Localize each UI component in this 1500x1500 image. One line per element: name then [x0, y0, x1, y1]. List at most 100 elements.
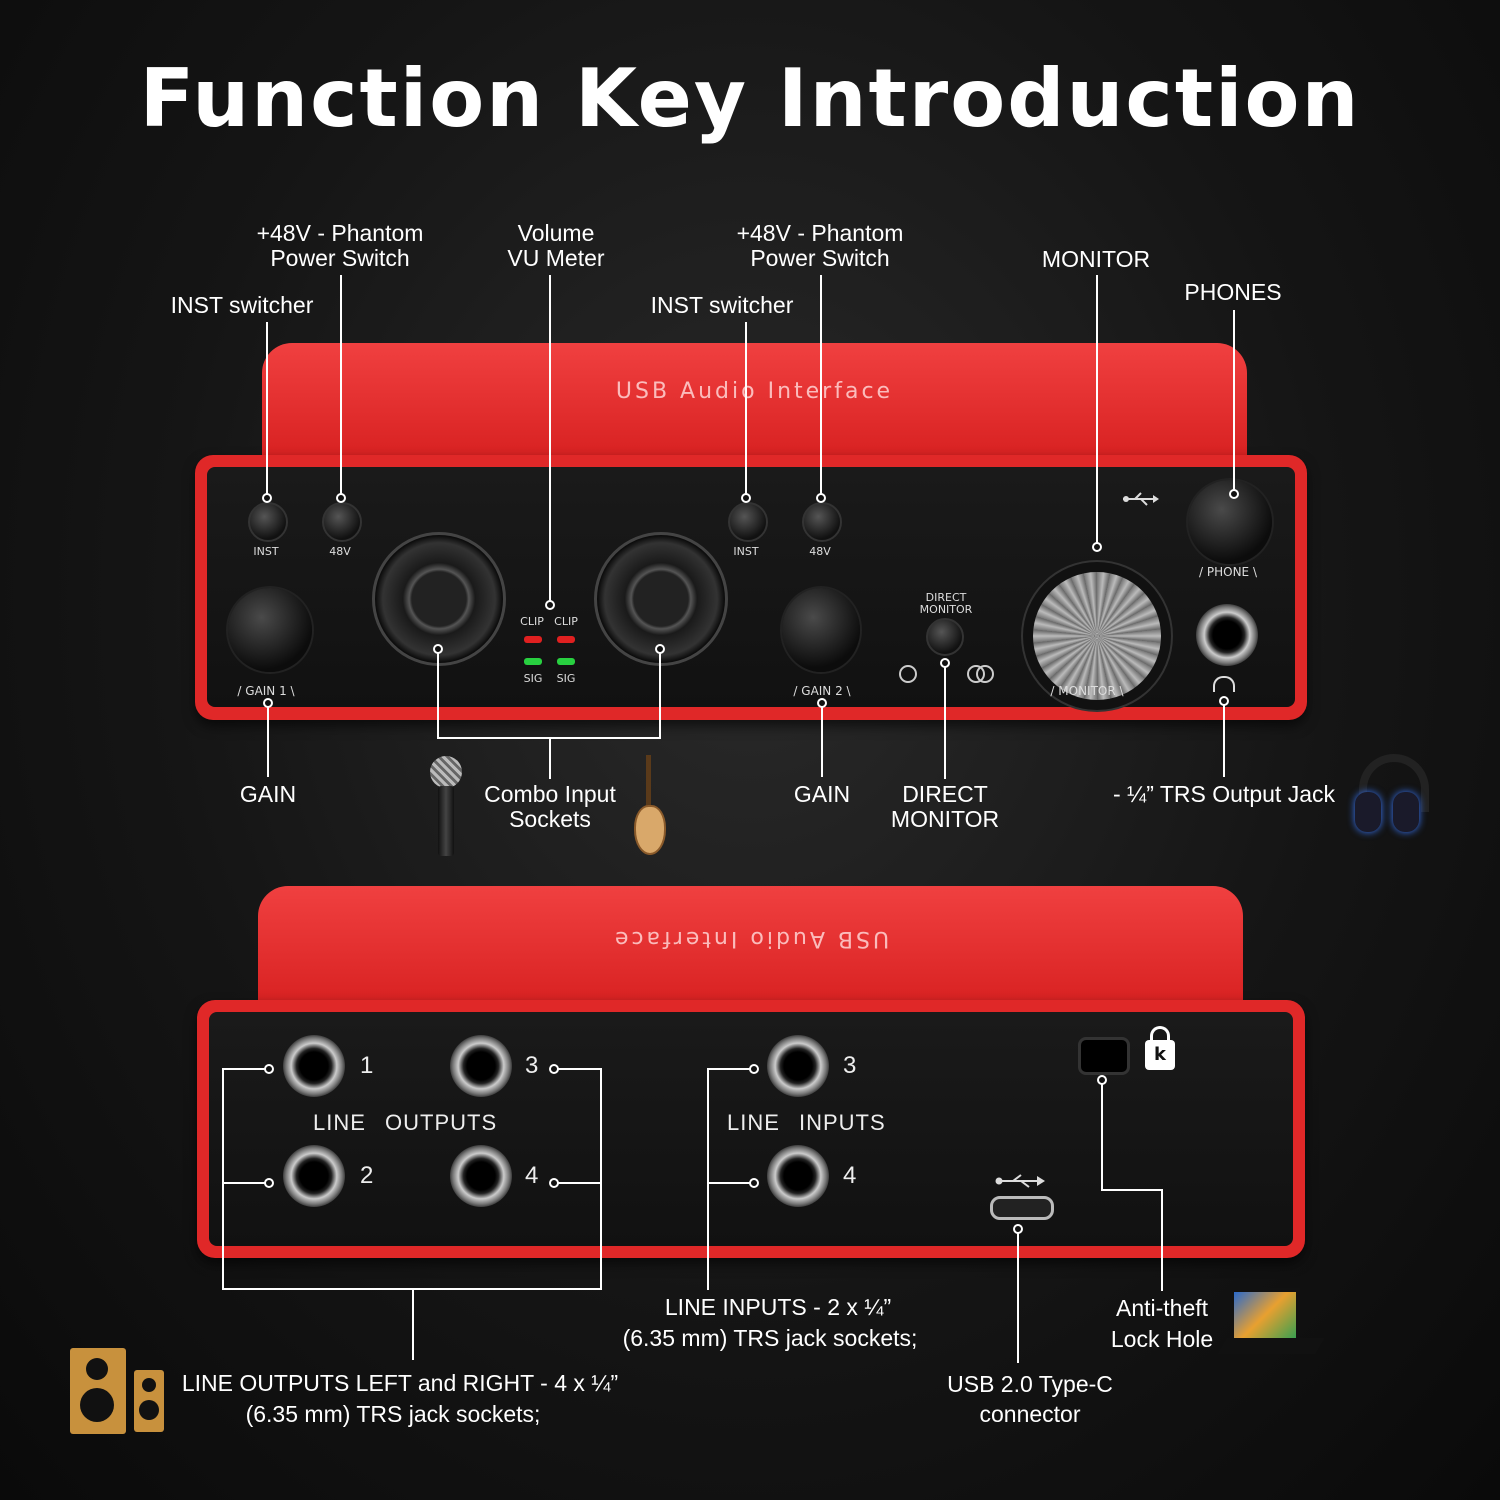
callout-line-combo2	[659, 653, 661, 738]
callout-line-inputs-line1: LINE INPUTS - 2 x ¼”	[664, 1294, 892, 1320]
rear-inputs-label: INPUTS	[799, 1110, 886, 1135]
callout-line-out-right-v	[600, 1068, 602, 1290]
callout-line-inputs-line2: (6.35 mm) TRS jack sockets;	[622, 1325, 918, 1351]
rear-line-label-1: LINE	[313, 1110, 366, 1135]
callout-line-phones	[1233, 310, 1235, 492]
clip-led-2	[557, 636, 575, 643]
rear-top-text: USB Audio Interface	[611, 926, 890, 951]
line-output-jack-2[interactable]	[283, 1145, 345, 1207]
callout-dot-inst1	[262, 493, 272, 503]
line-input-jack-4[interactable]	[767, 1145, 829, 1207]
device-top-face: USB Audio Interface	[262, 343, 1247, 463]
line-input-jack-3[interactable]	[767, 1035, 829, 1097]
stereo-icon	[967, 665, 995, 683]
callout-line-out3-h	[558, 1068, 602, 1070]
combo-input-socket-1[interactable]	[372, 532, 506, 666]
callout-line-out4-h	[558, 1182, 602, 1184]
usb-c-icon	[995, 1174, 1045, 1188]
rear-outputs-label: OUTPUTS	[385, 1110, 498, 1135]
callout-usb-line2: connector	[979, 1401, 1081, 1427]
phones-jack[interactable]	[1196, 604, 1258, 666]
sig-label-1: SIG	[523, 672, 543, 685]
callout-line-usb	[1017, 1233, 1019, 1363]
callout-line-gain1	[267, 707, 269, 777]
callout-phones: PHONES	[1184, 279, 1282, 305]
callout-monitor: MONITOR	[1041, 246, 1151, 272]
callout-line-out-left-v	[222, 1068, 224, 1290]
combo-input-socket-2[interactable]	[594, 532, 728, 666]
callout-line-direct	[944, 667, 946, 779]
callout-dot-vu	[545, 600, 555, 610]
callout-combo-line1: Combo Input	[484, 781, 616, 807]
gain1-label: / GAIN 1 \	[237, 684, 295, 698]
callout-dot-monitor	[1092, 542, 1102, 552]
callout-line-inst1	[266, 322, 268, 498]
callout-line-out1-h	[222, 1068, 266, 1070]
monitor-knob[interactable]	[1033, 572, 1161, 700]
callout-line-lock-v1	[1101, 1084, 1103, 1190]
callout-combo-line2: Sockets	[509, 806, 591, 832]
usb-c-port[interactable]	[990, 1196, 1054, 1220]
callout-usb-line1: USB 2.0 Type-C	[947, 1371, 1113, 1397]
input-number-4: 4	[843, 1162, 857, 1189]
callout-anti-theft-line1: Anti-theft	[1115, 1295, 1209, 1321]
callout-phantom1-line2: Power Switch	[270, 245, 410, 271]
phantom-label-1: 48V	[329, 545, 351, 558]
sig-led-1	[524, 658, 542, 665]
line-output-jack-3[interactable]	[450, 1035, 512, 1097]
clip-label-2: CLIP	[554, 615, 578, 628]
callout-line-vu	[549, 275, 551, 603]
clip-led-1	[524, 636, 542, 643]
line-output-jack-1[interactable]	[283, 1035, 345, 1097]
callout-line-outputs-line1: LINE OUTPUTS LEFT and RIGHT - 4 x ¼”	[181, 1370, 619, 1396]
rear-top-face: USB Audio Interface	[258, 886, 1243, 1011]
phantom-button-2[interactable]	[802, 502, 842, 542]
laptop-icon	[1217, 1288, 1325, 1358]
callout-line-combo-v	[549, 737, 551, 779]
callout-line-trs	[1223, 705, 1225, 777]
lock-icon: k	[1145, 1026, 1175, 1070]
callout-dot-inst2	[741, 493, 751, 503]
callout-line-lock-h	[1101, 1189, 1163, 1191]
callout-anti-theft-line2: Lock Hole	[1110, 1326, 1214, 1352]
inst-label-1: INST	[253, 545, 279, 558]
inst-button-2[interactable]	[728, 502, 768, 542]
monitor-panel-label: / MONITOR \	[1050, 684, 1124, 698]
phantom-button-1[interactable]	[322, 502, 362, 542]
rear-line-label-2: LINE	[727, 1110, 780, 1135]
callout-line-phantom2	[820, 275, 822, 498]
callout-line-combo1	[437, 653, 439, 738]
callout-dot-phantom1	[336, 493, 346, 503]
callout-line-in3-h	[708, 1068, 751, 1070]
callout-dot-phones	[1229, 489, 1239, 499]
guitar-icon	[630, 755, 666, 855]
output-number-3: 3	[525, 1052, 539, 1079]
clip-label-1: CLIP	[520, 615, 544, 628]
direct-monitor-button[interactable]	[926, 618, 964, 656]
speakers-icon	[70, 1348, 166, 1436]
device-top-text: USB Audio Interface	[615, 379, 894, 404]
callout-phantom2-line2: Power Switch	[750, 245, 890, 271]
inst-label-2: INST	[733, 545, 759, 558]
page-title: Function Key Introduction	[139, 52, 1361, 145]
callout-line-phantom1	[340, 275, 342, 498]
inst-button-1[interactable]	[248, 502, 288, 542]
callout-line-inst2	[745, 322, 747, 498]
lock-hole[interactable]	[1078, 1037, 1130, 1075]
gain2-label: / GAIN 2 \	[793, 684, 851, 698]
gain-knob-1[interactable]	[228, 588, 312, 672]
output-number-2: 2	[360, 1162, 374, 1189]
callout-line-gain2	[821, 707, 823, 777]
callout-direct-line1: DIRECT	[902, 781, 988, 807]
callout-line-monitor	[1096, 275, 1098, 543]
callout-gain1: GAIN	[239, 781, 297, 807]
output-number-1: 1	[360, 1052, 374, 1079]
callout-line-out-stem	[412, 1288, 414, 1360]
callout-direct-line2: MONITOR	[890, 806, 1000, 832]
callout-vu-line2: VU Meter	[507, 245, 605, 271]
callout-gain2: GAIN	[793, 781, 851, 807]
line-output-jack-4[interactable]	[450, 1145, 512, 1207]
direct-monitor-panel-label: DIRECT MONITOR	[919, 591, 973, 616]
callout-line-lock-v2	[1161, 1189, 1163, 1291]
gain-knob-2[interactable]	[782, 588, 860, 672]
